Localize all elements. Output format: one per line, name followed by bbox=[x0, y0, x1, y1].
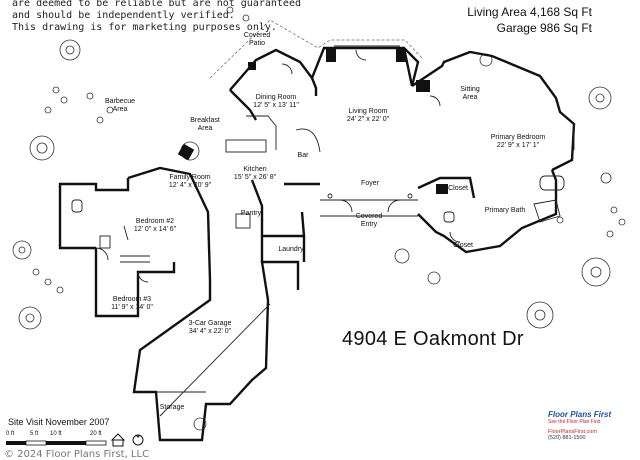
columns bbox=[177, 48, 448, 194]
room-primary-bath: Primary Bath bbox=[484, 207, 526, 214]
walls bbox=[58, 46, 576, 442]
scale-label-0: 0 ft bbox=[6, 431, 15, 437]
room-storage: Storage bbox=[159, 404, 185, 411]
disclaimer-line-3: This drawing is for marketing purposes o… bbox=[12, 22, 277, 33]
equal-housing-icon bbox=[110, 433, 126, 447]
garage-area-label: Garage 986 Sq Ft bbox=[496, 21, 592, 35]
landscape-trees bbox=[12, 6, 626, 431]
room-closet-2: Closet bbox=[453, 242, 473, 249]
scale-label-10: 10 ft bbox=[50, 431, 62, 437]
logo-tagline: See the Floor Plan First bbox=[548, 419, 601, 425]
copyright-notice: © 2024 Floor Plans First, LLC bbox=[4, 449, 150, 460]
room-pantry: Pantry bbox=[240, 210, 262, 217]
scale-bar bbox=[6, 440, 107, 446]
logo-brand: Floor Plans First bbox=[548, 410, 612, 419]
scale-label-5: 5 ft bbox=[30, 431, 39, 437]
room-closet-1: Closet bbox=[448, 185, 468, 192]
covered-patio-outline bbox=[209, 19, 423, 79]
company-logo: Floor Plans First See the Floor Plan Fir… bbox=[548, 410, 630, 441]
accessibility-icon bbox=[132, 434, 144, 446]
room-bar: Bar bbox=[297, 152, 309, 159]
disclaimer-line-1: are deemed to be reliable but are not gu… bbox=[12, 0, 301, 9]
logo-url: FloorPlansFirst.com bbox=[548, 429, 597, 435]
room-laundry: Laundry bbox=[278, 246, 304, 253]
interior-details bbox=[71, 45, 575, 417]
property-address: 4904 E Oakmont Dr bbox=[342, 328, 524, 350]
disclaimer-line-2: and should be independently verified. bbox=[12, 10, 235, 21]
scale-label-20: 20 ft bbox=[90, 431, 102, 437]
room-foyer: Foyer bbox=[361, 180, 379, 187]
living-area-label: Living Area 4,168 Sq Ft bbox=[467, 5, 592, 19]
logo-phone: (520) 881-1500 bbox=[548, 435, 586, 441]
site-visit-date: Site Visit November 2007 bbox=[8, 417, 110, 427]
